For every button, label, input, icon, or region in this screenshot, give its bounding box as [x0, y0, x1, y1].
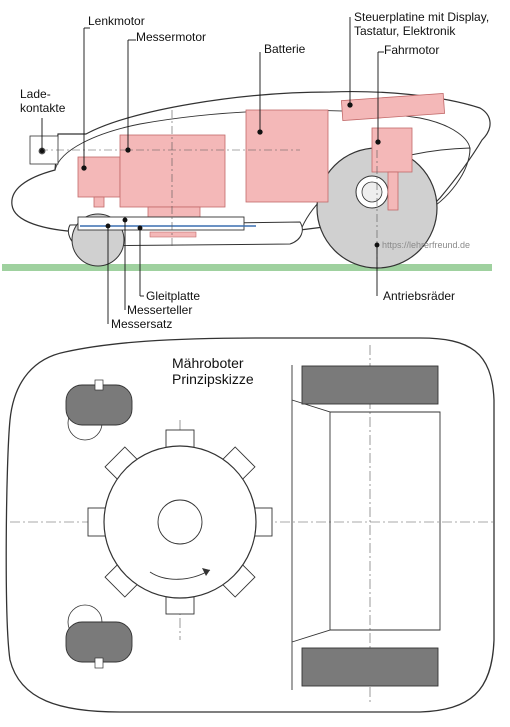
top-view-title-1: Mähroboter: [172, 355, 244, 371]
label-messermotor: Messermotor: [136, 30, 206, 44]
messermotor-block: [119, 134, 226, 208]
label-fahrmotor: Fahrmotor: [384, 43, 439, 57]
fahrmotor-shaft: [387, 171, 399, 211]
label-antriebsraeder: Antriebsräder: [383, 289, 455, 303]
watermark-text: https://lehrerfreund.de: [382, 240, 470, 250]
label-ladekontakte-2: kontakte: [20, 101, 66, 115]
label-steuerplatine-2: Tastatur, Elektronik: [354, 24, 456, 38]
top-view: Mähroboter Prinzipskizze: [5, 337, 495, 713]
front-wheel-top-pin: [94, 379, 104, 391]
ground-line: [2, 264, 492, 271]
lenkmotor-shaft: [93, 196, 105, 208]
front-wheel-bottom-pin: [94, 657, 104, 669]
label-messerteller: Messerteller: [127, 303, 192, 317]
label-steuerplatine-1: Steuerplatine mit Display,: [354, 10, 489, 24]
blade-disc-hub: [157, 499, 203, 545]
label-lenkmotor: Lenkmotor: [88, 14, 145, 28]
top-view-title-2: Prinzipskizze: [172, 371, 254, 387]
gleitplatte: [77, 216, 245, 231]
label-ladekontakte-1: Lade-: [20, 87, 51, 101]
leader-lines: [39, 17, 384, 324]
drive-wheel-bottom: [301, 647, 439, 687]
drive-wheel-hub-inner: [361, 181, 383, 203]
rotation-arrow: [149, 569, 211, 580]
messersatz-block: [149, 231, 197, 238]
messermotor-base: [147, 206, 201, 218]
rotation-arrow-head: [202, 568, 210, 576]
label-messersatz: Messersatz: [111, 317, 172, 331]
front-wheel-bottom: [65, 621, 133, 663]
label-gleitplatte: Gleitplatte: [146, 289, 200, 303]
batterie-block: [245, 109, 329, 203]
drive-wheel-top: [301, 365, 439, 405]
front-wheel-top: [65, 384, 133, 426]
drive-housing: [291, 365, 441, 690]
side-view: Lade- kontakte Lenkmotor Messermotor Bat…: [2, 10, 492, 331]
steuerplatine-block: [340, 93, 446, 121]
label-batterie: Batterie: [264, 42, 306, 56]
